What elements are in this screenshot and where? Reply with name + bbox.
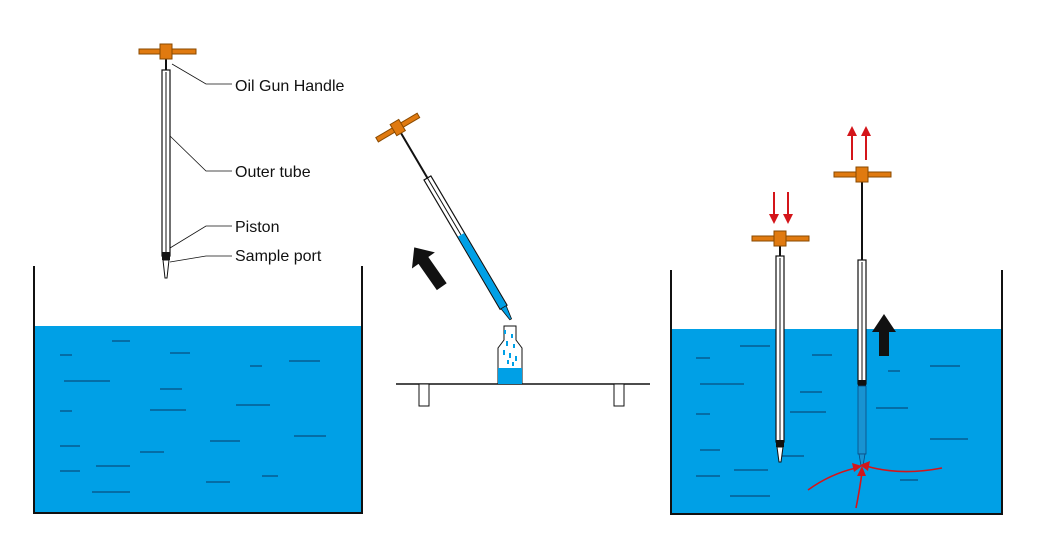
sample-port-leader	[169, 255, 232, 263]
outer-tube-leader	[169, 135, 232, 172]
middle-panel	[375, 112, 650, 407]
label-oil-gun-handle: Oil Gun Handle	[235, 78, 344, 95]
right-panel	[670, 126, 1003, 515]
lift-arrow	[411, 247, 447, 291]
sample-port	[162, 259, 170, 279]
left-ripples	[60, 340, 326, 493]
left-oil-gun	[138, 43, 197, 279]
sample-bottle	[497, 325, 523, 385]
rise-arrow	[872, 314, 896, 356]
down-arrows	[769, 192, 793, 224]
left-panel: Oil Gun Handle Outer tube Piston Sample …	[33, 43, 363, 514]
label-outer-tube: Outer tube	[235, 164, 311, 181]
label-sample-port: Sample port	[235, 248, 322, 265]
right-tank	[670, 270, 1003, 515]
inflow-curves	[807, 461, 943, 509]
left-tank	[33, 266, 363, 514]
table-leg-right	[613, 383, 625, 407]
gun-inserting	[751, 230, 810, 463]
tilted-gun-sample	[457, 233, 507, 309]
piston-leader	[169, 225, 232, 249]
up-arrows	[847, 126, 871, 160]
right-tank-water	[671, 329, 1002, 514]
left-tank-water	[34, 326, 362, 513]
handle-leader	[171, 63, 232, 85]
right-ripples	[696, 345, 968, 497]
piston	[162, 252, 170, 260]
label-piston: Piston	[235, 219, 279, 236]
gun-extracting	[833, 166, 892, 467]
bottle-liquid	[498, 368, 522, 384]
table-leg-left	[418, 383, 430, 407]
tilted-oil-gun	[375, 112, 513, 321]
